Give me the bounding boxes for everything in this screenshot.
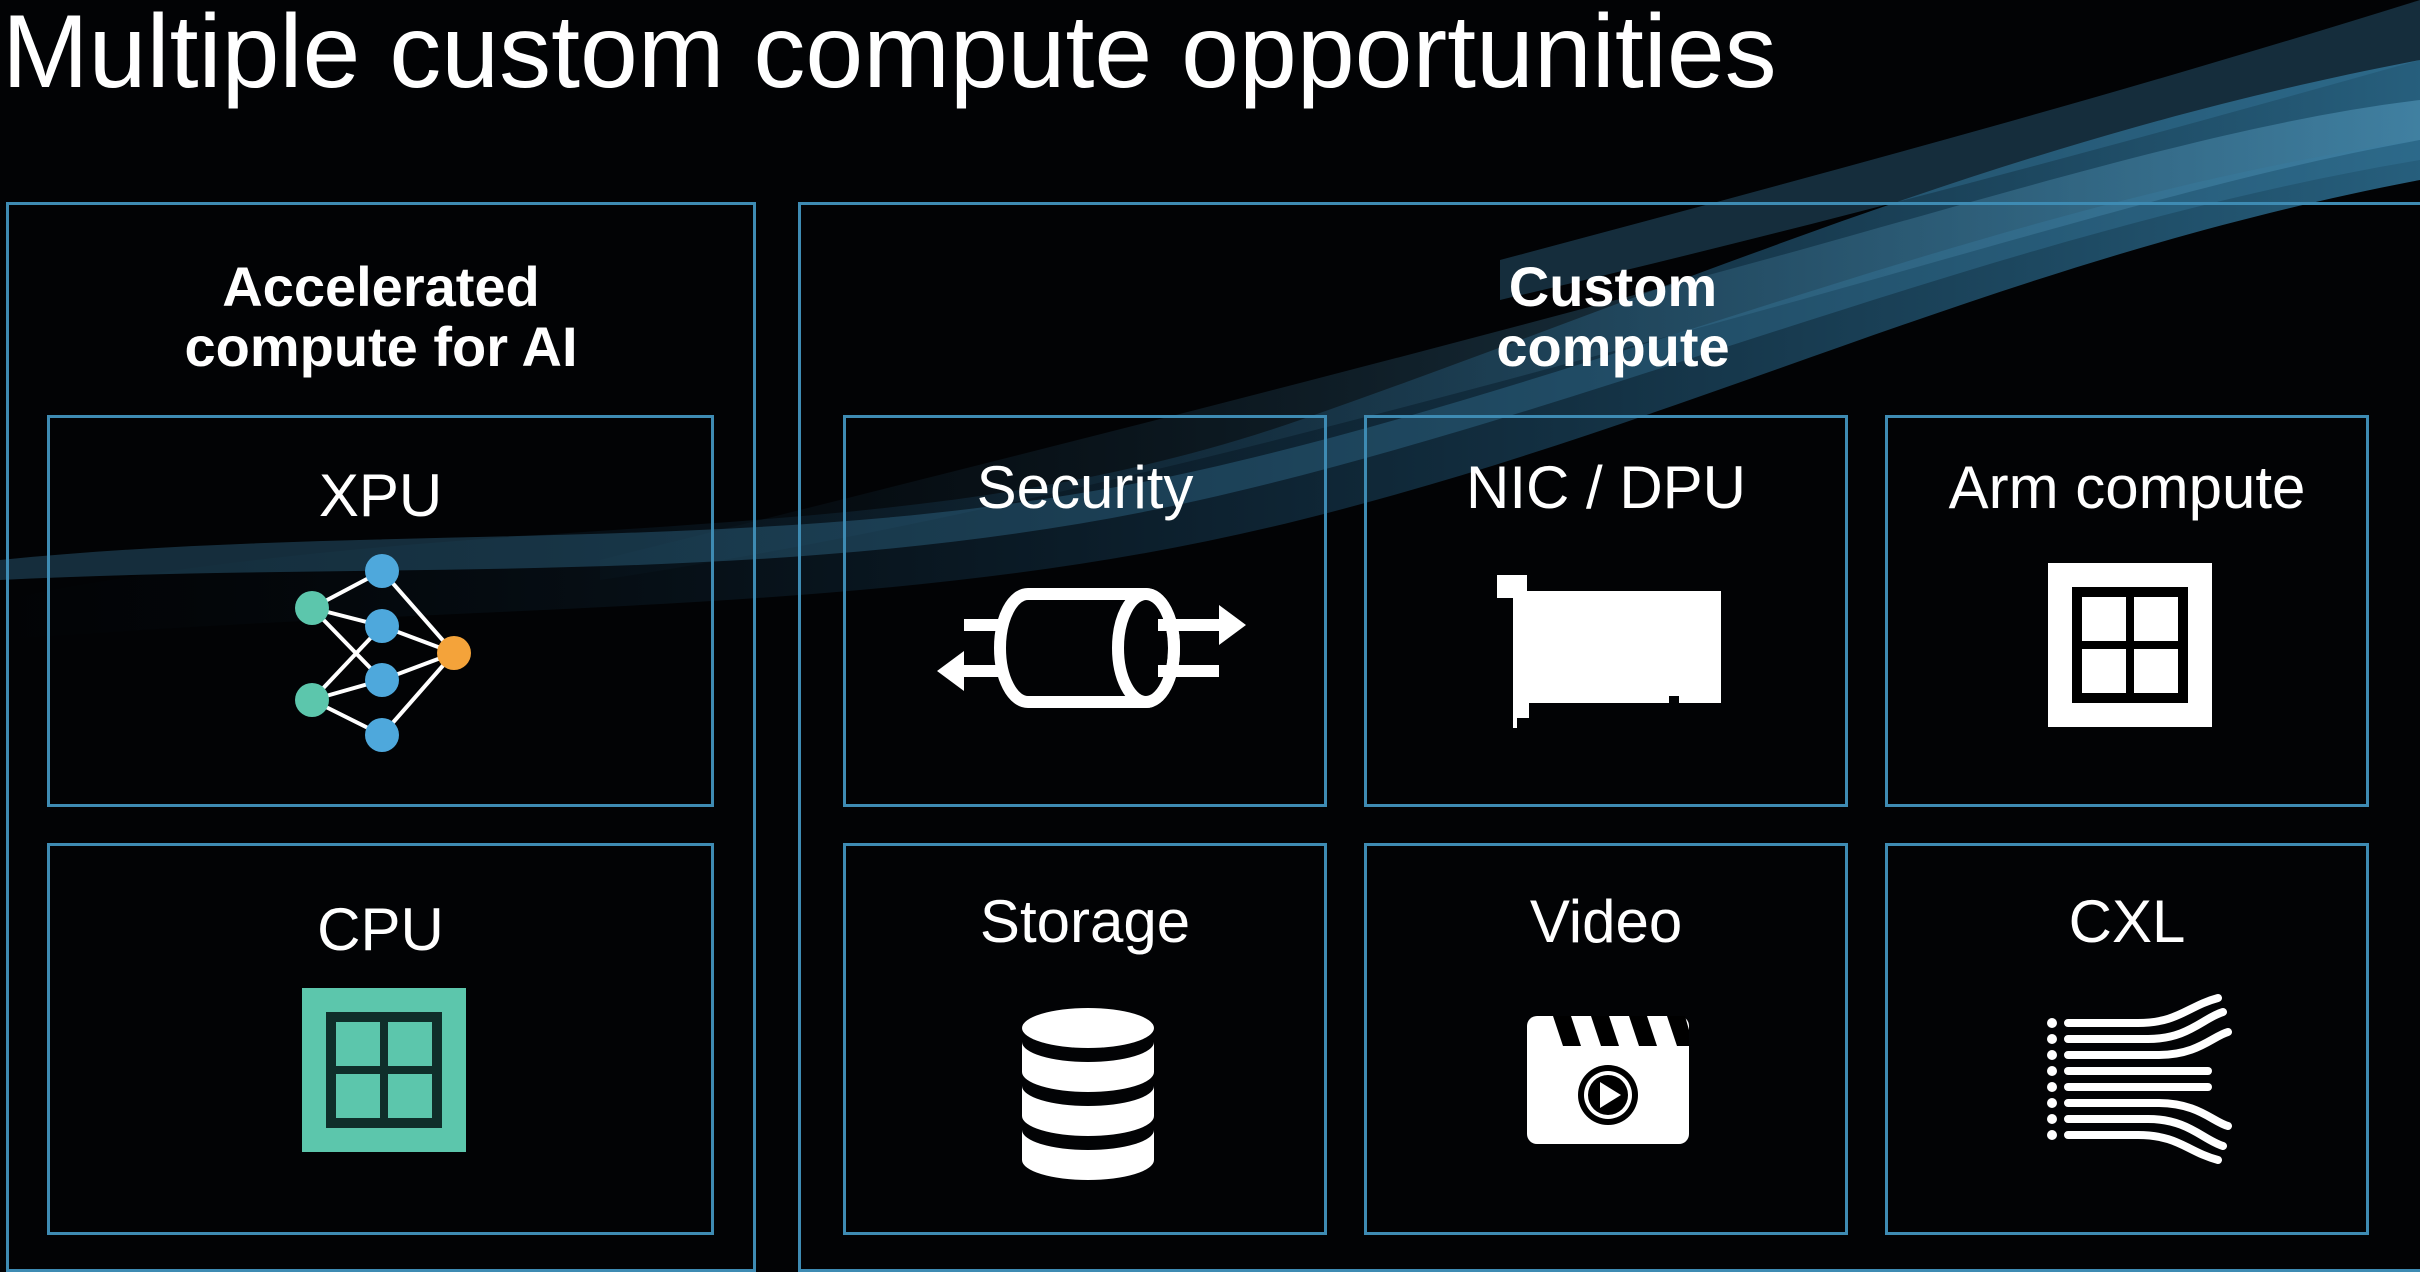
arm-compute-label: Arm compute xyxy=(1948,454,2306,521)
nic-dpu-label: NIC / DPU xyxy=(1465,454,1747,521)
security-tile[interactable]: Security xyxy=(843,415,1327,807)
video-tile[interactable]: Video xyxy=(1364,843,1848,1235)
nic-dpu-tile[interactable]: NIC / DPU xyxy=(1364,415,1848,807)
cpu-label: CPU xyxy=(317,896,444,963)
slide-title: Multiple custom compute opportunities xyxy=(2,0,1777,110)
storage-tile[interactable]: Storage xyxy=(843,843,1327,1235)
xpu-label: XPU xyxy=(318,462,443,529)
pipe-arrows-icon xyxy=(937,588,1246,708)
custom-group-title: Custom compute xyxy=(1496,255,1730,378)
database-icon xyxy=(1022,1008,1154,1180)
security-label: Security xyxy=(976,454,1194,521)
cxl-lines-icon xyxy=(2047,994,2232,1164)
arm-compute-tile[interactable]: Arm compute xyxy=(1885,415,2369,807)
accelerated-group-title: Accelerated compute for AI xyxy=(184,255,578,378)
cxl-tile[interactable]: CXL xyxy=(1885,843,2369,1235)
cpu-tile[interactable]: CPU xyxy=(47,843,714,1235)
neural-network-icon xyxy=(295,554,471,752)
clapperboard-icon xyxy=(1527,1016,1689,1144)
storage-label: Storage xyxy=(979,888,1191,955)
cxl-label: CXL xyxy=(2068,888,2186,955)
video-label: Video xyxy=(1529,888,1683,955)
cpu-chip-icon xyxy=(302,988,466,1152)
network-card-icon xyxy=(1497,575,1721,728)
xpu-tile[interactable]: XPU xyxy=(47,415,714,807)
arm-chip-icon xyxy=(2048,563,2212,727)
